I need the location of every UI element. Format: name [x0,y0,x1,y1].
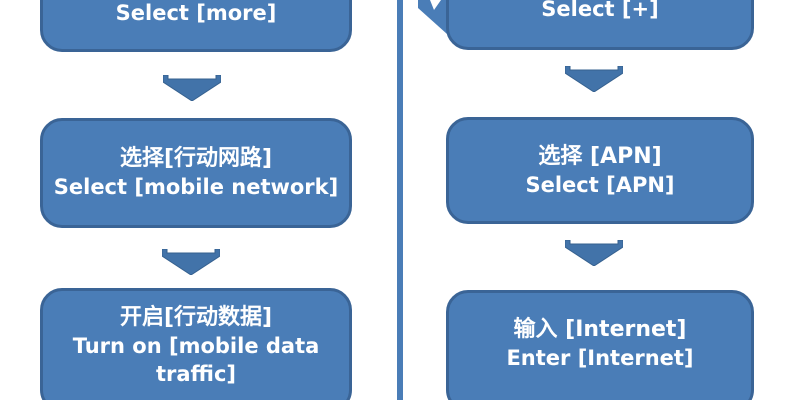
down-arrow-icon [565,66,623,92]
flow-step-label-eng: Turn on [mobile data traffic] [72,334,320,386]
flow-step-label-cjk: 选择 [APN] [538,143,662,169]
flow-step-label-cjk: 开启[行动数据] [119,305,273,330]
flow-step-select-apn: 选择 [APN] Select [APN] [446,117,754,224]
down-arrow-icon [565,240,623,266]
flow-step-label: Select [more] [115,1,277,25]
flow-step-label-eng: Select [mobile network] [53,175,339,199]
flow-step-enter-internet: 输入 [Internet] Enter [Internet] [446,290,754,400]
down-arrow-icon [162,249,220,275]
flow-step-select-mobile-network: 选择[行动网路] Select [mobile network] [40,118,352,228]
flow-step-select-more: Select [more] [40,0,352,52]
down-arrow-icon [163,75,221,101]
ribbon-tail-icon [418,0,447,34]
flow-step-label: Select [+] [541,0,659,21]
flow-step-label-cjk: 选择[行动网路] [119,146,273,171]
flow-step-label-cjk: 输入 [Internet] [513,317,687,342]
flow-step-label-eng: Enter [Internet] [506,346,694,370]
column-divider-line [397,0,403,400]
flow-step-select-plus: Select [+] [446,0,754,50]
flow-step-label-eng: Select [APN] [525,172,675,197]
flow-step-turn-on-mobile-data: 开启[行动数据] Turn on [mobile data traffic] [40,288,352,400]
